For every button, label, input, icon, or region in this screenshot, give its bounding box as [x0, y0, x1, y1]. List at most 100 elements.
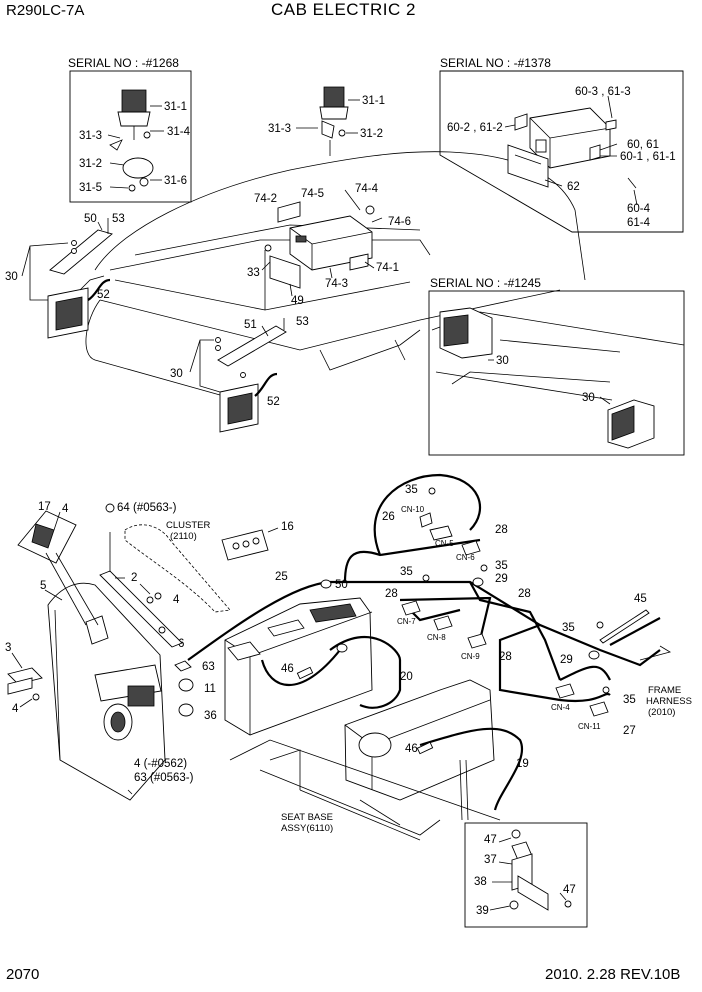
seat-base: [229, 679, 501, 841]
callout-35e: 35: [623, 694, 636, 706]
callout-25: 25: [275, 571, 288, 583]
callout-50b: 50: [335, 579, 348, 591]
callout-63-0563: 63 (#0563-): [134, 772, 194, 784]
callout-74-4: 74-4: [355, 183, 379, 195]
frame-harness-label-2: HARNESS: [646, 696, 692, 707]
callout-47a: 47: [484, 834, 497, 846]
callout-28d: 28: [499, 651, 512, 663]
callout-46a: 46: [281, 663, 294, 675]
switch-detail-frame: [464, 822, 588, 928]
callout-45: 45: [634, 593, 647, 605]
seat-base-label: SEAT BASE: [281, 812, 333, 823]
callout-31-6a: 31-6: [164, 175, 187, 187]
callout-30b: 30: [170, 368, 183, 380]
callout-36: 36: [204, 710, 217, 722]
connector-cn8: CN-8: [427, 633, 446, 642]
callout-53b: 53: [296, 316, 309, 328]
page-title: CAB ELECTRIC 2: [271, 0, 416, 19]
cluster-outline: [124, 524, 279, 613]
connector-cn6: CN-6: [456, 553, 475, 562]
callout-52a: 52: [97, 289, 110, 301]
callout-60: 60, 61: [627, 139, 659, 151]
model-label: R290LC-7A: [6, 2, 85, 19]
callout-30a: 30: [5, 271, 18, 283]
callout-60-1: 60-1 , 61-1: [620, 151, 676, 163]
radio-unit-detail: [504, 95, 638, 206]
callout-60-3: 60-3 , 61-3: [575, 86, 631, 98]
callout-60-2: 60-2 , 61-2: [447, 122, 503, 134]
callout-28c: 28: [518, 588, 531, 600]
revision-label: 2010. 2.28 REV.10B: [545, 966, 681, 983]
callout-38: 38: [474, 876, 487, 888]
callout-35b: 35: [495, 560, 508, 572]
callout-31-4a: 31-4: [167, 126, 191, 138]
beacon-lamp-detail: [107, 89, 164, 192]
lamp-detail-drawing: [431, 307, 685, 449]
callout-26: 26: [382, 511, 395, 523]
callout-74-1: 74-1: [376, 262, 399, 274]
callout-31-2a: 31-2: [79, 158, 102, 170]
callout-33: 33: [247, 267, 260, 279]
callout-74-3: 74-3: [325, 278, 348, 290]
callout-46b: 46: [405, 743, 418, 755]
callout-31-3b: 31-3: [268, 123, 291, 135]
callout-4a: 4: [62, 503, 69, 515]
callout-35a: 35: [405, 484, 418, 496]
cab-roof-outline: [85, 151, 586, 396]
callout-35d: 35: [562, 622, 575, 634]
callout-74-6: 74-6: [388, 216, 411, 228]
frame-harness-label: FRAME: [648, 685, 681, 696]
callout-61-4: 61-4: [627, 217, 651, 229]
connector-cn7: CN-7: [397, 617, 416, 626]
callout-19: 19: [516, 758, 529, 770]
connector-cn11: CN-11: [578, 722, 601, 731]
callout-2: 2: [131, 572, 137, 584]
radio-unit-main: [261, 189, 383, 297]
callout-6: 6: [178, 638, 184, 650]
right-console: [224, 597, 373, 736]
cluster-label: CLUSTER: [166, 520, 210, 531]
serial-label-beacon: SERIAL NO : -#1268: [68, 56, 179, 70]
harness-clips: [296, 487, 650, 755]
callout-27: 27: [623, 725, 636, 737]
callout-11: 11: [204, 683, 216, 695]
seat-base-ref: ASSY(6110): [281, 823, 333, 834]
frame-harness-ref: (2010): [648, 707, 675, 718]
callout-39: 39: [476, 905, 489, 917]
callout-37: 37: [484, 854, 497, 866]
callout-20: 20: [400, 671, 413, 683]
callout-35c: 35: [400, 566, 413, 578]
beacon-detail-frame: [69, 70, 192, 203]
beacon-lamp-main: [296, 86, 360, 156]
callout-17: 17: [38, 501, 51, 513]
bracket-and-bolts: [99, 503, 194, 717]
callout-60-4: 60-4: [627, 203, 651, 215]
radio-detail-frame: [439, 70, 684, 233]
page-number: 2070: [6, 966, 40, 983]
callout-4-0562: 4 (-#0562): [134, 758, 187, 770]
callout-74-5: 74-5: [301, 188, 324, 200]
work-lamp-right: [189, 318, 287, 433]
callout-31-2b: 31-2: [360, 128, 383, 140]
callout-31-3a: 31-3: [79, 130, 102, 142]
serial-label-radio: SERIAL NO : -#1378: [440, 56, 551, 70]
callout-30d: 30: [582, 392, 595, 404]
callout-28a: 28: [495, 524, 508, 536]
connector-cn10: CN-10: [401, 505, 425, 514]
callout-53a: 53: [112, 213, 125, 225]
callout-49: 49: [291, 295, 304, 307]
connector-cn5: CN-5: [435, 539, 454, 548]
callout-64: 64 (#0563-): [117, 502, 177, 514]
callout-50a: 50: [84, 213, 97, 225]
callout-4c: 4: [12, 703, 19, 715]
callout-30c: 30: [496, 355, 509, 367]
callout-16: 16: [281, 521, 294, 533]
callout-3: 3: [5, 642, 11, 654]
callout-62: 62: [567, 181, 580, 193]
cluster-ref: (2110): [170, 531, 197, 542]
callout-29a: 29: [495, 573, 508, 585]
callout-63a: 63: [202, 661, 215, 673]
callout-31-5a: 31-5: [79, 182, 102, 194]
callout-28b: 28: [385, 588, 398, 600]
